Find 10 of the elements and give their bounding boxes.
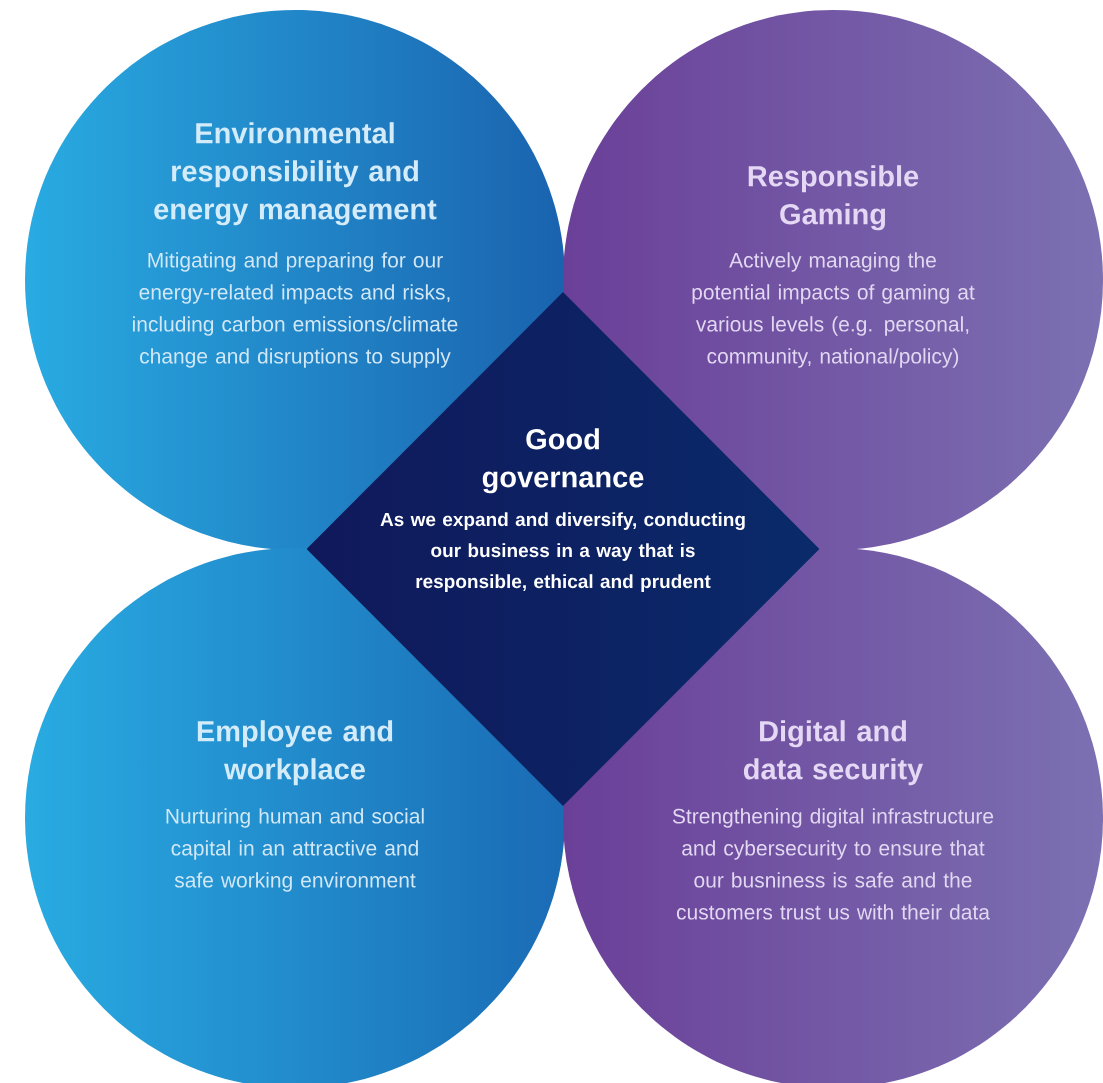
topic-description: Nurturing human and social capital in an attractive and safe working environment	[166, 808, 424, 892]
topic-description: Mitigating and preparing for our energy-related impacts and risks, including carbon emissions/climate change and disruptions to supply	[133, 252, 458, 368]
topic-heading: Employee and workplace	[197, 720, 393, 786]
topic-description: Strengthening digital infrastructure and cybersecurity to ensure that our busniness is safe and the customers trust us with their data	[672, 808, 994, 920]
topic-heading: Digital and data security	[743, 720, 924, 786]
topic-heading: Responsible Gaming	[748, 165, 919, 231]
topic-description: Actively managing the potential impacts of gaming at various levels (e.g. personal, community, national/policy)	[692, 252, 975, 368]
topic-heading: Environmental responsibility and energy management	[154, 122, 437, 226]
topic-heading: Good governance	[482, 428, 644, 494]
topic-description: As we expand and diversify, conducting our business in a way that is responsible, ethical and prudent	[380, 512, 745, 592]
